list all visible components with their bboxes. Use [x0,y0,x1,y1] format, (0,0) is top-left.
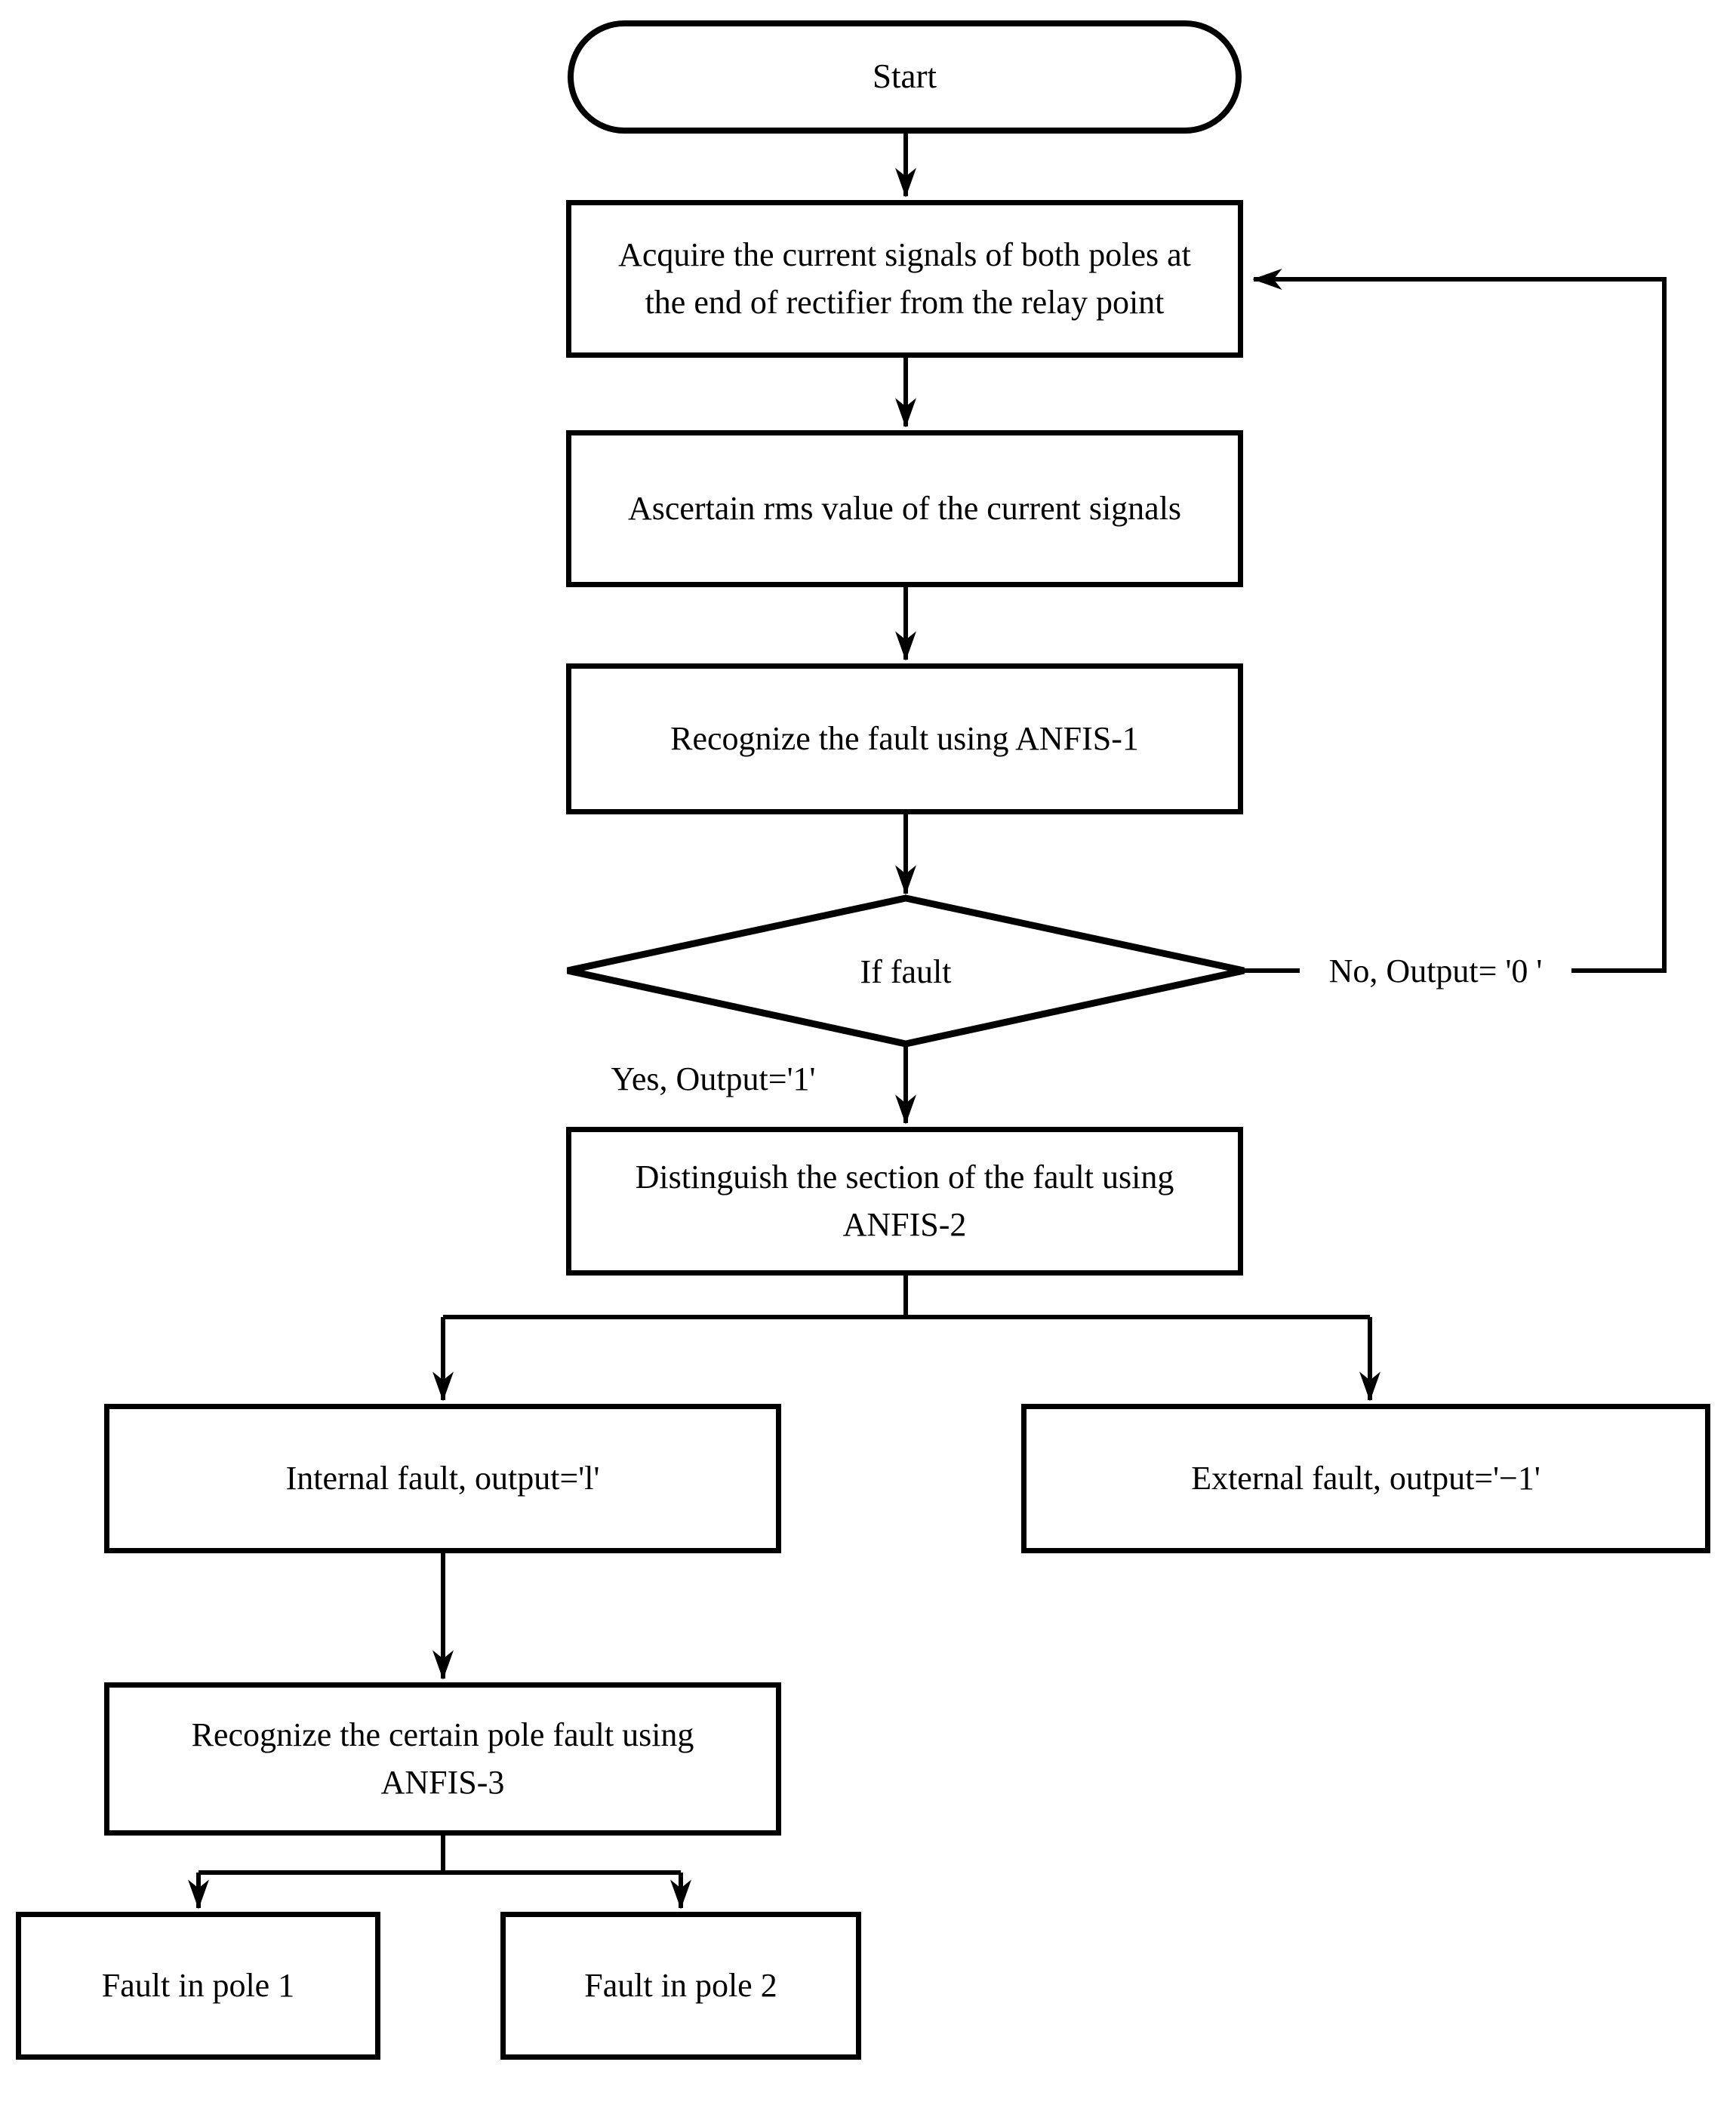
node-label: Recognize the fault using ANFIS-1 [670,719,1139,757]
node-label: Recognize the certain pole fault using [191,1716,694,1754]
node-fault-pole-2: Fault in pole 2 [500,1912,861,2060]
node-label: Internal fault, output='l' [285,1459,600,1497]
edge-anfis3-split [199,1836,681,1875]
edge-decision-no-feedback [1244,269,1667,973]
node-label: Acquire the current signals of both pole… [618,236,1191,274]
node-decision-if-fault: If fault [568,897,1244,1045]
node-start: Start [568,20,1242,134]
node-internal-fault: Internal fault, output='l' [104,1404,781,1553]
node-label: the end of rectifier from the relay poin… [645,283,1165,321]
node-label: If fault [860,952,952,990]
node-recognize-fault-anfis1: Recognize the fault using ANFIS-1 [566,663,1243,814]
node-distinguish-section-anfis2: Distinguish the section of the fault usi… [566,1127,1243,1276]
node-acquire-signals: Acquire the current signals of both pole… [566,200,1243,358]
node-label: ANFIS-2 [842,1205,967,1243]
node-label: Ascertain rms value of the current signa… [627,489,1182,527]
node-external-fault: External fault, output='−1' [1021,1404,1710,1553]
node-ascertain-rms: Ascertain rms value of the current signa… [566,430,1243,587]
edge-anfis2-split [443,1276,1370,1319]
node-fault-pole-1: Fault in pole 1 [16,1912,380,2060]
edge-label-yes: Yes, Output='1' [611,1060,816,1097]
node-label: External fault, output='−1' [1191,1459,1541,1497]
node-recognize-pole-anfis3: Recognize the certain pole fault using A… [104,1682,781,1836]
node-label: Fault in pole 2 [584,1966,777,2004]
node-label: Fault in pole 1 [101,1966,295,2004]
node-label: Start [873,57,937,96]
node-label: Distinguish the section of the fault usi… [635,1159,1174,1196]
edge-label-no: No, Output= '0 ' [1300,948,1571,993]
node-label: ANFIS-3 [380,1763,505,1801]
decision-diamond-shape [567,894,1245,1048]
